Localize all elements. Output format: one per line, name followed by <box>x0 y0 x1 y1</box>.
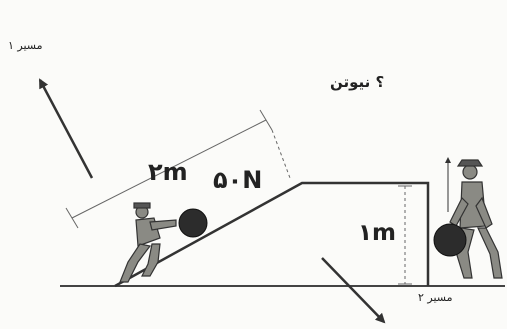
height-dimension <box>398 185 412 285</box>
path1-label: مسیر ۱ <box>8 39 43 52</box>
path2-label: مسیر ۲ <box>418 291 453 304</box>
height-label: ۱m <box>358 220 397 246</box>
worker-lifting-icon <box>449 159 503 279</box>
worker-pushing-icon <box>119 202 177 283</box>
ball-lifted-icon <box>433 223 467 257</box>
question-label: ؟ نیوتن <box>330 73 385 91</box>
path1-arrow <box>38 78 94 179</box>
ramp-platform <box>114 181 430 288</box>
ball-on-ramp-icon <box>178 208 208 238</box>
force-label: ۵۰N <box>213 166 263 194</box>
ramp-length-label: ۲m <box>148 158 188 186</box>
ramp-length-dimension <box>65 109 291 229</box>
path2-arrow <box>321 257 386 324</box>
